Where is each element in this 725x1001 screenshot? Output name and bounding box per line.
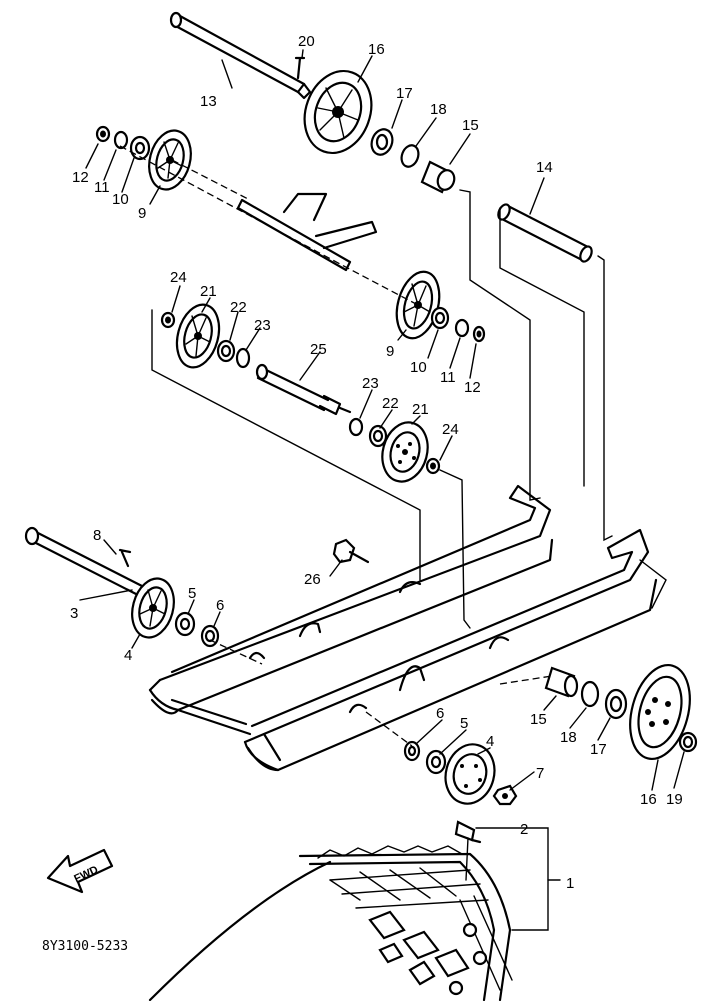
bearing-22-left[interactable] <box>216 339 236 363</box>
label-11: 11 <box>440 369 456 386</box>
leader-lines <box>79 49 685 791</box>
track-1[interactable] <box>148 845 513 1001</box>
bolt-26[interactable] <box>332 538 370 564</box>
rear-cross-shaft[interactable] <box>170 698 252 736</box>
bearing-10-left[interactable] <box>129 135 151 161</box>
label-17: 17 <box>590 741 607 758</box>
washer-6-right[interactable] <box>403 740 421 762</box>
label-12: 12 <box>72 169 89 186</box>
label-6: 6 <box>436 705 444 722</box>
rear-arm-bracket[interactable] <box>236 192 378 272</box>
assembly-guide-lines <box>119 145 667 931</box>
pin-20[interactable] <box>294 56 306 80</box>
idler-wheel-21-left[interactable] <box>170 300 225 372</box>
shaft-25[interactable] <box>255 363 352 416</box>
label-10: 10 <box>112 191 129 208</box>
shaft-13[interactable] <box>169 11 312 100</box>
label-20: 20 <box>298 33 315 50</box>
diagram-code: 8Y3100-5233 <box>42 939 128 954</box>
bearing-17-top[interactable] <box>368 126 396 157</box>
label-9: 9 <box>138 205 146 222</box>
nut-12-right[interactable] <box>472 325 486 343</box>
label-4: 4 <box>124 647 132 664</box>
label-16: 16 <box>640 791 657 808</box>
shaft-14[interactable] <box>496 203 594 264</box>
label-22: 22 <box>382 395 399 412</box>
forward-arrow-icon: FWD <box>46 848 114 894</box>
slide-rail-right[interactable] <box>243 528 658 772</box>
idler-wheel-9-left[interactable] <box>143 126 197 194</box>
label-23: 23 <box>254 317 271 334</box>
bearing-5-right[interactable] <box>425 749 447 775</box>
nut-24-left[interactable] <box>160 311 176 329</box>
label-21: 21 <box>412 401 429 418</box>
idler-wheel-16-bottom[interactable] <box>621 658 700 765</box>
label-7: 7 <box>536 765 544 782</box>
label-19: 19 <box>666 791 683 808</box>
label-1: 1 <box>566 875 574 892</box>
washer-6-left[interactable] <box>200 624 220 648</box>
label-3: 3 <box>70 605 78 622</box>
bearing-10-right[interactable] <box>430 306 450 330</box>
label-18: 18 <box>430 101 447 118</box>
idler-wheel-4-left[interactable] <box>126 574 180 642</box>
bearing-22-right[interactable] <box>368 424 388 448</box>
label-22: 22 <box>230 299 247 316</box>
washer-11-left[interactable] <box>113 130 129 150</box>
shaft-3[interactable] <box>24 526 144 596</box>
label-18: 18 <box>560 729 577 746</box>
forward-arrow-label: FWD <box>72 864 100 885</box>
label-6: 6 <box>216 597 224 614</box>
circlip-23-right[interactable] <box>348 417 364 437</box>
label-17: 17 <box>396 85 413 102</box>
label-15: 15 <box>530 711 547 728</box>
label-26: 26 <box>304 571 321 588</box>
collar-15-bottom[interactable] <box>544 666 579 698</box>
label-5: 5 <box>460 715 468 732</box>
idler-wheel-4-right[interactable] <box>439 739 501 809</box>
label-11: 11 <box>94 179 110 196</box>
nut-24-right[interactable] <box>425 457 441 475</box>
nut-12-left[interactable] <box>95 125 111 143</box>
label-13: 13 <box>200 93 217 110</box>
label-24: 24 <box>442 421 459 438</box>
bearing-5-left[interactable] <box>174 611 196 637</box>
label-10: 10 <box>410 359 427 376</box>
washer-11-right[interactable] <box>454 318 470 338</box>
collar-15-top[interactable] <box>420 160 457 194</box>
bearing-17-bottom[interactable] <box>604 688 628 720</box>
label-24: 24 <box>170 269 187 286</box>
label-21: 21 <box>200 283 217 300</box>
label-4: 4 <box>486 733 494 750</box>
label-23: 23 <box>362 375 379 392</box>
label-9: 9 <box>386 343 394 360</box>
pin-8[interactable] <box>118 548 132 568</box>
label-16: 16 <box>368 41 385 58</box>
idler-wheel-16-top[interactable] <box>294 62 383 163</box>
label-8: 8 <box>93 527 101 544</box>
part-number-labels: 20 16 13 17 18 15 12 11 10 9 14 24 21 22… <box>70 33 683 892</box>
label-12: 12 <box>464 379 481 396</box>
idler-wheel-21-right[interactable] <box>376 417 434 486</box>
circlip-18-bottom[interactable] <box>580 680 600 708</box>
cap-19[interactable] <box>678 731 698 753</box>
label-14: 14 <box>536 159 553 176</box>
label-5: 5 <box>188 585 196 602</box>
label-25: 25 <box>310 341 327 358</box>
clip-2[interactable] <box>454 820 482 844</box>
circlip-23-left[interactable] <box>235 347 251 369</box>
label-15: 15 <box>462 117 479 134</box>
circlip-18-top[interactable] <box>399 143 422 169</box>
label-2: 2 <box>520 821 528 838</box>
